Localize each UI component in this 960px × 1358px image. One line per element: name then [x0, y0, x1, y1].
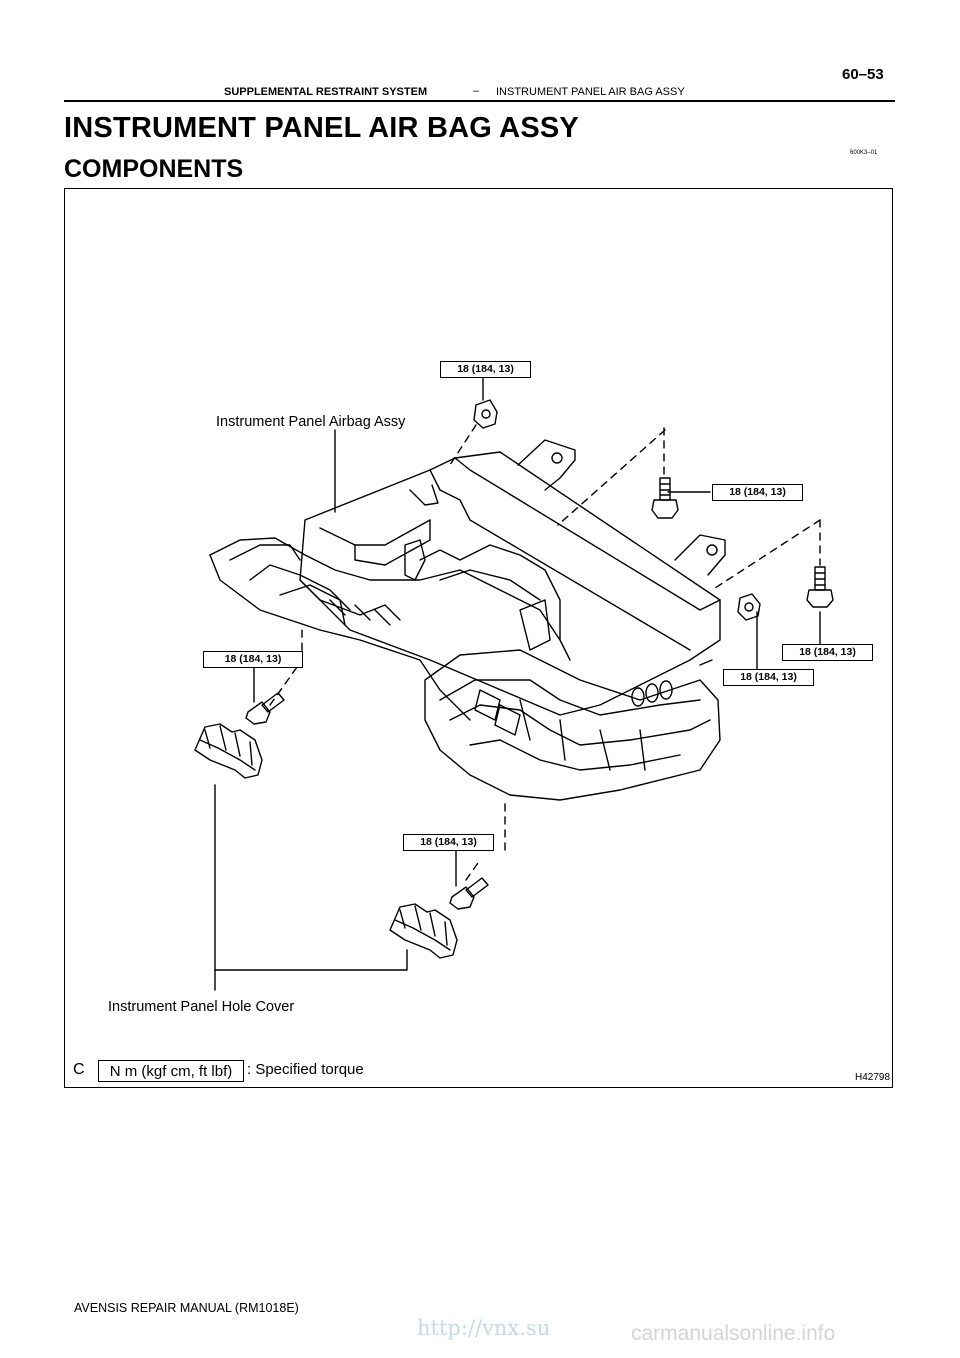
hole-cover-drawings [194, 723, 458, 959]
manual-footer: AVENSIS REPAIR MANUAL (RM1018E) [74, 1301, 299, 1315]
figure-code: H42798 [855, 1072, 891, 1083]
torque-label-upper-right: 18 (184, 13) [712, 484, 803, 501]
document-code: 600K3–01 [850, 150, 878, 156]
page-subtitle: COMPONENTS [64, 155, 244, 183]
url-watermark: http://vnx.su [417, 1316, 551, 1340]
airbag-assy-label: Instrument Panel Airbag Assy [216, 414, 406, 430]
site-watermark: carmanualsonline.info [631, 1322, 836, 1345]
torque-label-right: 18 (184, 13) [723, 669, 814, 686]
page-number: 60–53 [842, 66, 884, 83]
part-leader-lines [214, 429, 408, 991]
torque-leader-lines [253, 377, 821, 887]
header-separator: – [473, 85, 480, 97]
torque-unit-box: N m (kgf cm, ft lbf) [98, 1060, 244, 1082]
airbag-assembly-drawing [209, 439, 726, 801]
page-title: INSTRUMENT PANEL AIR BAG ASSY [64, 112, 579, 144]
torque-label-far-right: 18 (184, 13) [782, 644, 873, 661]
subsection-title: INSTRUMENT PANEL AIR BAG ASSY [496, 86, 685, 98]
section-title: SUPPLEMENTAL RESTRAINT SYSTEM [224, 86, 428, 98]
torque-label-top: 18 (184, 13) [440, 361, 531, 378]
torque-label-bottom: 18 (184, 13) [403, 834, 494, 851]
legend-marker: C [73, 1061, 85, 1078]
header-rule [64, 100, 895, 102]
fastener-drawings [245, 399, 834, 910]
torque-label-left: 18 (184, 13) [203, 651, 303, 668]
hole-cover-label: Instrument Panel Hole Cover [108, 999, 295, 1015]
legend-description: : Specified torque [247, 1061, 364, 1078]
figure-frame [64, 188, 893, 1088]
